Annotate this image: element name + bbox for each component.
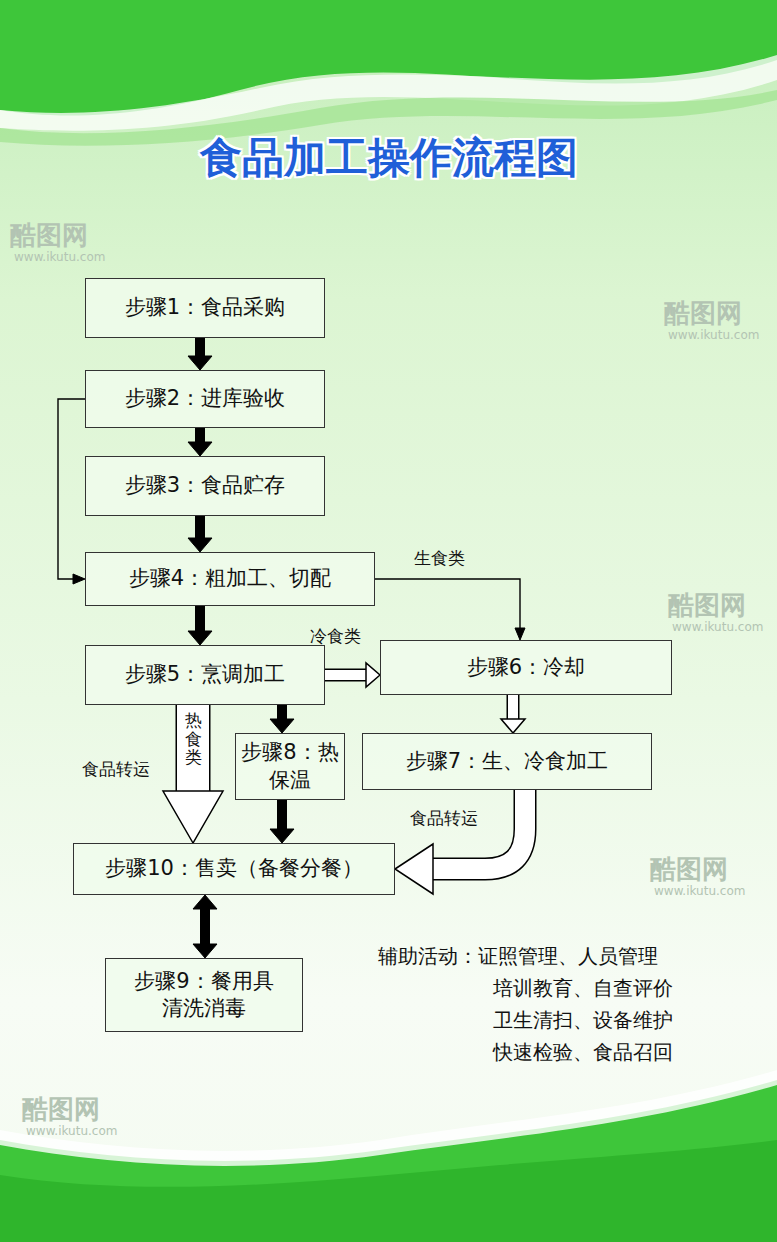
arrow-head: [515, 628, 525, 640]
watermark: www.ikutu.com: [654, 884, 745, 898]
watermark: www.ikutu.com: [26, 1124, 117, 1138]
arrow-shaft: [508, 695, 518, 719]
arrow-shaft-outline: [176, 705, 211, 791]
box-text: 步骤8：热保温: [241, 739, 339, 794]
watermark: 酷图网: [22, 1092, 100, 1127]
arrow-head: [395, 844, 433, 894]
box-text: 步骤5：烹调加工: [125, 661, 285, 688]
auxiliary-note: 培训教育、自查评价: [493, 975, 673, 1002]
process-box: 步骤5：烹调加工: [85, 645, 325, 705]
process-box: 步骤8：热保温: [235, 733, 345, 800]
process-box: 步骤1：食品采购: [85, 278, 325, 338]
process-box: 步骤3：食品贮存: [85, 456, 325, 516]
flow-arrow: [188, 428, 212, 456]
arrow-head: [193, 944, 217, 958]
arrow-shaft: [325, 670, 366, 680]
arrow-head: [188, 538, 212, 552]
arrow-shaft: [195, 516, 205, 538]
auxiliary-note: 快速检验、食品召回: [493, 1039, 673, 1066]
flow-arrow: [501, 695, 525, 733]
arrow-head: [501, 719, 525, 733]
flow-arrow: [193, 895, 217, 958]
diagram-title: 食品加工操作流程图: [0, 130, 777, 186]
arrow-shaft: [195, 428, 205, 442]
flow-arrow: [395, 790, 525, 894]
box-text: 步骤6：冷却: [467, 654, 585, 681]
arrow-shaft: [277, 705, 287, 719]
process-box: 步骤4：粗加工、切配: [85, 552, 375, 606]
flow-arrow: [188, 338, 212, 370]
watermark: 酷图网: [650, 852, 728, 887]
auxiliary-note: 辅助活动：证照管理、人员管理: [378, 943, 658, 970]
edge-label: 食品转运: [410, 807, 478, 830]
process-box: 步骤2：进库验收: [85, 370, 325, 428]
arrow-shaft: [58, 399, 85, 579]
process-box: 步骤7：生、冷食加工: [362, 733, 652, 790]
process-box: 步骤9：餐用具清洗消毒: [105, 958, 303, 1032]
flow-arrow: [163, 705, 223, 843]
flow-arrow: [188, 516, 212, 552]
process-box: 步骤10：售卖（备餐分餐）: [73, 843, 395, 895]
box-text: 步骤1：食品采购: [125, 294, 285, 321]
auxiliary-note: 卫生清扫、设备维护: [493, 1007, 673, 1034]
arrow-shaft: [195, 606, 205, 631]
box-text: 步骤9：餐用具清洗消毒: [130, 968, 278, 1023]
arrow-head: [188, 356, 212, 370]
arrow-head: [188, 442, 212, 456]
box-text: 步骤10：售卖（备餐分餐）: [105, 855, 363, 882]
edge-label: 冷食类: [310, 625, 361, 648]
watermark: 酷图网: [10, 218, 88, 253]
watermark: 酷图网: [664, 296, 742, 331]
box-text: 步骤2：进库验收: [125, 385, 285, 412]
flow-arrow: [188, 606, 212, 645]
flow-arrow: [270, 800, 294, 843]
box-text: 步骤7：生、冷食加工: [406, 748, 608, 775]
arrow-shaft: [277, 800, 287, 829]
arrow-shaft: [177, 705, 209, 791]
arrow-shaft: [195, 338, 205, 356]
box-text: 步骤3：食品贮存: [125, 472, 285, 499]
box-text: 步骤4：粗加工、切配: [129, 565, 331, 592]
arrow-shaft: [433, 790, 525, 869]
flow-arrow: [375, 579, 525, 640]
arrow-head: [270, 719, 294, 733]
flow-arrow: [270, 705, 294, 733]
watermark: www.ikutu.com: [668, 328, 759, 342]
arrow-head: [366, 663, 380, 687]
watermark: www.ikutu.com: [672, 620, 763, 634]
flow-arrow: [58, 399, 85, 584]
arrow-shaft-outline: [507, 695, 520, 719]
arrow-head: [73, 574, 85, 584]
edge-label: 生食类: [414, 547, 465, 570]
watermark: 酷图网: [668, 588, 746, 623]
flow-arrow: [325, 663, 380, 687]
arrow-shaft: [375, 579, 520, 628]
arrow-shaft: [200, 909, 210, 944]
transfer-note: 食品转运: [82, 758, 150, 781]
arrow-shaft-outline: [325, 669, 366, 682]
edge-label: 热食类: [185, 711, 202, 767]
arrow-head: [193, 895, 217, 909]
process-box: 步骤6：冷却: [380, 640, 672, 695]
arrow-head: [270, 829, 294, 843]
arrow-head: [188, 631, 212, 645]
arrow-head: [163, 791, 223, 843]
watermark: www.ikutu.com: [14, 250, 105, 264]
arrow-shaft-outline: [433, 790, 525, 869]
